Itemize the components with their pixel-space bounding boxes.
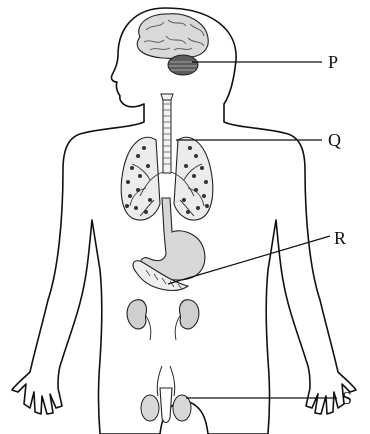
label-r: R xyxy=(334,228,346,248)
trachea xyxy=(161,94,173,173)
cerebellum xyxy=(168,55,198,75)
label-s: S xyxy=(342,388,352,408)
label-q: Q xyxy=(328,130,341,150)
label-p: P xyxy=(328,52,338,72)
